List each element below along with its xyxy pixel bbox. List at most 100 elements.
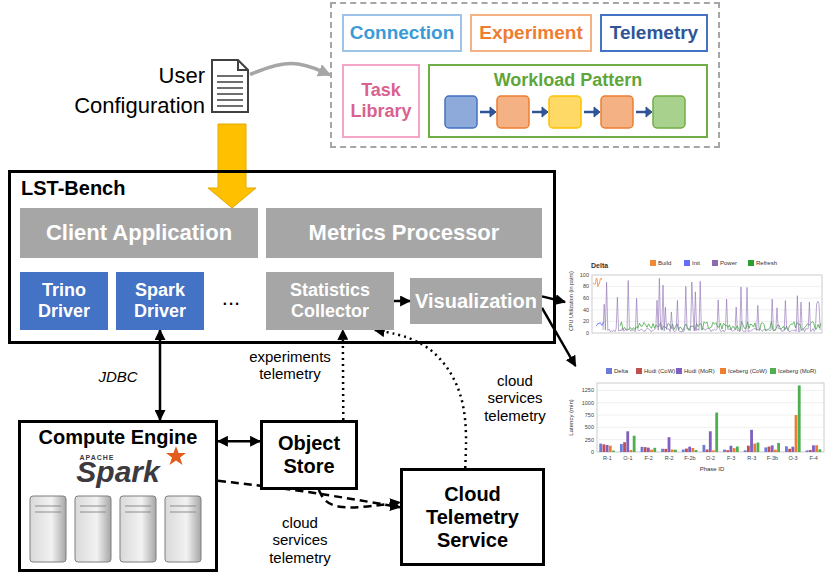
- chart-bar: [599, 444, 602, 452]
- legend-text: Power: [720, 260, 737, 267]
- node-text: Latency (min): [568, 389, 575, 445]
- chart-bar: [664, 449, 667, 452]
- chart-bar: [647, 448, 650, 452]
- chart-bar: [764, 447, 767, 452]
- legend-text: Init: [692, 260, 700, 267]
- grid-line: [597, 390, 824, 391]
- chart-bar: [712, 450, 715, 452]
- chart-bar: [750, 430, 753, 452]
- workload-pattern: Workload Pattern: [428, 64, 708, 138]
- tick-label: 40: [583, 307, 589, 313]
- chart-bar: [641, 447, 644, 452]
- chart-line: [596, 322, 604, 326]
- driver-box: Trino Driver: [20, 272, 108, 330]
- tick-label: R-1: [603, 455, 612, 461]
- legend-swatch: [636, 368, 642, 374]
- grid-line: [597, 427, 824, 428]
- chart-bar: [774, 450, 777, 452]
- chart-frames: [592, 275, 824, 452]
- edge-label: JDBC: [86, 368, 150, 385]
- connector: [375, 330, 466, 468]
- chart-bar: [674, 450, 677, 452]
- tick-label: 100: [580, 272, 589, 278]
- node-text: Workload Pattern: [494, 70, 643, 91]
- tick-label: 0: [591, 449, 594, 455]
- legend-text: Delta: [614, 368, 628, 375]
- config-file-label: User Configuration: [70, 58, 250, 124]
- node-text: Telemetry: [610, 22, 698, 44]
- chart-line: [603, 278, 820, 332]
- chart-bar: [715, 413, 718, 452]
- chart-bar: [702, 445, 705, 452]
- drawing-part: [592, 275, 822, 333]
- tick-label: F-2b: [684, 455, 695, 461]
- chart-bar: [653, 448, 656, 452]
- system-boundary: LST-BenchClient ApplicationMetrics Proce…: [8, 170, 556, 344]
- connector: [394, 300, 410, 303]
- chart-bar: [753, 444, 756, 452]
- chart-bar: [606, 445, 609, 452]
- tick-label: F-4: [810, 455, 818, 461]
- chart-bar: [726, 450, 729, 452]
- drawing-part: [584, 111, 594, 114]
- drawing-part: [594, 107, 600, 117]
- tick-label: 500: [585, 424, 594, 430]
- legend-text: Hudi (MoR): [684, 368, 715, 375]
- cpu-chart: DeltaCPU Utilization (in pairs): [565, 260, 827, 344]
- connector: [218, 440, 260, 443]
- chart-bar: [809, 450, 812, 452]
- tick-label: F-2: [644, 455, 652, 461]
- drawing-part: [549, 96, 581, 128]
- chart-bar: [733, 448, 736, 452]
- legend-item: Delta: [606, 368, 628, 375]
- chart-bar: [788, 449, 791, 452]
- grid-line: [597, 402, 824, 403]
- tick-label: 80: [583, 283, 589, 289]
- grid-line: [597, 415, 824, 416]
- legend-text: Iceberg (CoW): [728, 368, 767, 375]
- drawing-part: [490, 107, 496, 117]
- node-text: Client Application: [46, 220, 232, 245]
- tick-label: 250: [585, 437, 594, 443]
- chart-bar: [777, 443, 780, 452]
- chart-bar: [695, 450, 698, 452]
- drawing-part: [497, 96, 529, 128]
- drawing-part: [636, 111, 646, 114]
- node-text: Visualization: [415, 290, 537, 313]
- node-text: Phase ID: [597, 466, 827, 473]
- chart-bar: [688, 447, 691, 452]
- tick-label: 20: [583, 318, 589, 324]
- node-text: Cloud Telemetry Service: [405, 483, 540, 552]
- node-text: Delta: [591, 262, 608, 270]
- drawing-part: [480, 111, 490, 114]
- chart-bar: [795, 415, 798, 452]
- drawing-part: [597, 383, 824, 452]
- legend-text: Iceberg (MoR): [778, 368, 816, 375]
- legend-swatch: [770, 368, 776, 374]
- legend-swatch: [650, 260, 656, 266]
- chart-bar: [620, 444, 623, 452]
- drawing-part: [542, 107, 548, 117]
- chart-bar: [633, 436, 636, 452]
- drawing-part: [212, 60, 248, 112]
- compute-cluster: Compute EngineAPACHESpark: [18, 420, 218, 572]
- legend-swatch: [720, 368, 726, 374]
- node-text: User Configuration: [70, 61, 205, 120]
- chart-bar: [736, 446, 739, 452]
- legend-swatch: [712, 260, 718, 266]
- drawing-part: [35, 506, 196, 512]
- chart-bar: [785, 446, 788, 452]
- chart-bar: [661, 449, 664, 452]
- chart-bar: [815, 445, 818, 452]
- legend-swatch: [606, 368, 612, 374]
- node-text: Metrics Processor: [309, 220, 500, 245]
- legend-swatch: [676, 368, 682, 374]
- tick-label: 0: [586, 330, 589, 336]
- chart-bar: [630, 450, 633, 452]
- storage-box: Object Store: [260, 420, 358, 490]
- legend-item: Init: [684, 260, 700, 267]
- chart-bar: [650, 450, 653, 452]
- chart-bar: [644, 447, 647, 452]
- legend-item: Iceberg (MoR): [770, 368, 816, 375]
- legend-swatch: [748, 260, 754, 266]
